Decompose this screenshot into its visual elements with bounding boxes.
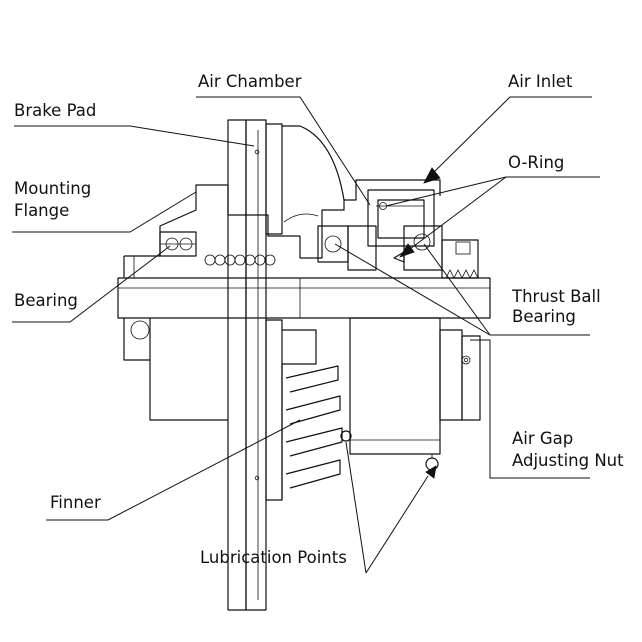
brake-discs: [227, 119, 283, 611]
label-mounting-flange-line1: Mounting: [14, 179, 91, 198]
label-mounting-flange-line2: Flange: [14, 201, 69, 220]
label-finner: Finner: [50, 493, 101, 512]
label-lubrication-points: Lubrication Points: [200, 548, 347, 567]
label-air-inlet: Air Inlet: [508, 72, 573, 91]
cooling-fins: [281, 329, 352, 500]
air-chamber-housing: [282, 125, 441, 263]
label-air-chamber: Air Chamber: [198, 72, 302, 91]
air-inlet-block: [347, 189, 443, 271]
mounting-flange-part: [123, 184, 300, 421]
label-brake-pad: Brake Pad: [14, 101, 96, 120]
label-air-gap-line2: Adjusting Nut: [512, 451, 624, 470]
label-o-ring: O-Ring: [508, 153, 564, 172]
threaded-section: [441, 239, 479, 279]
label-bearing: Bearing: [14, 291, 78, 310]
left-bearing-part: [159, 231, 197, 257]
label-thrust-ball-bearing-line2: Bearing: [512, 307, 576, 326]
label-air-gap-line1: Air Gap: [512, 429, 573, 448]
main-shaft: [117, 277, 491, 319]
labels: Air Chamber Air Inlet Brake Pad O-Ring M…: [14, 72, 624, 567]
right-housing: [349, 317, 481, 471]
spring-coil: [204, 254, 276, 266]
leader-lines: [12, 96, 600, 574]
label-thrust-ball-bearing-line1: Thrust Ball: [511, 287, 601, 306]
